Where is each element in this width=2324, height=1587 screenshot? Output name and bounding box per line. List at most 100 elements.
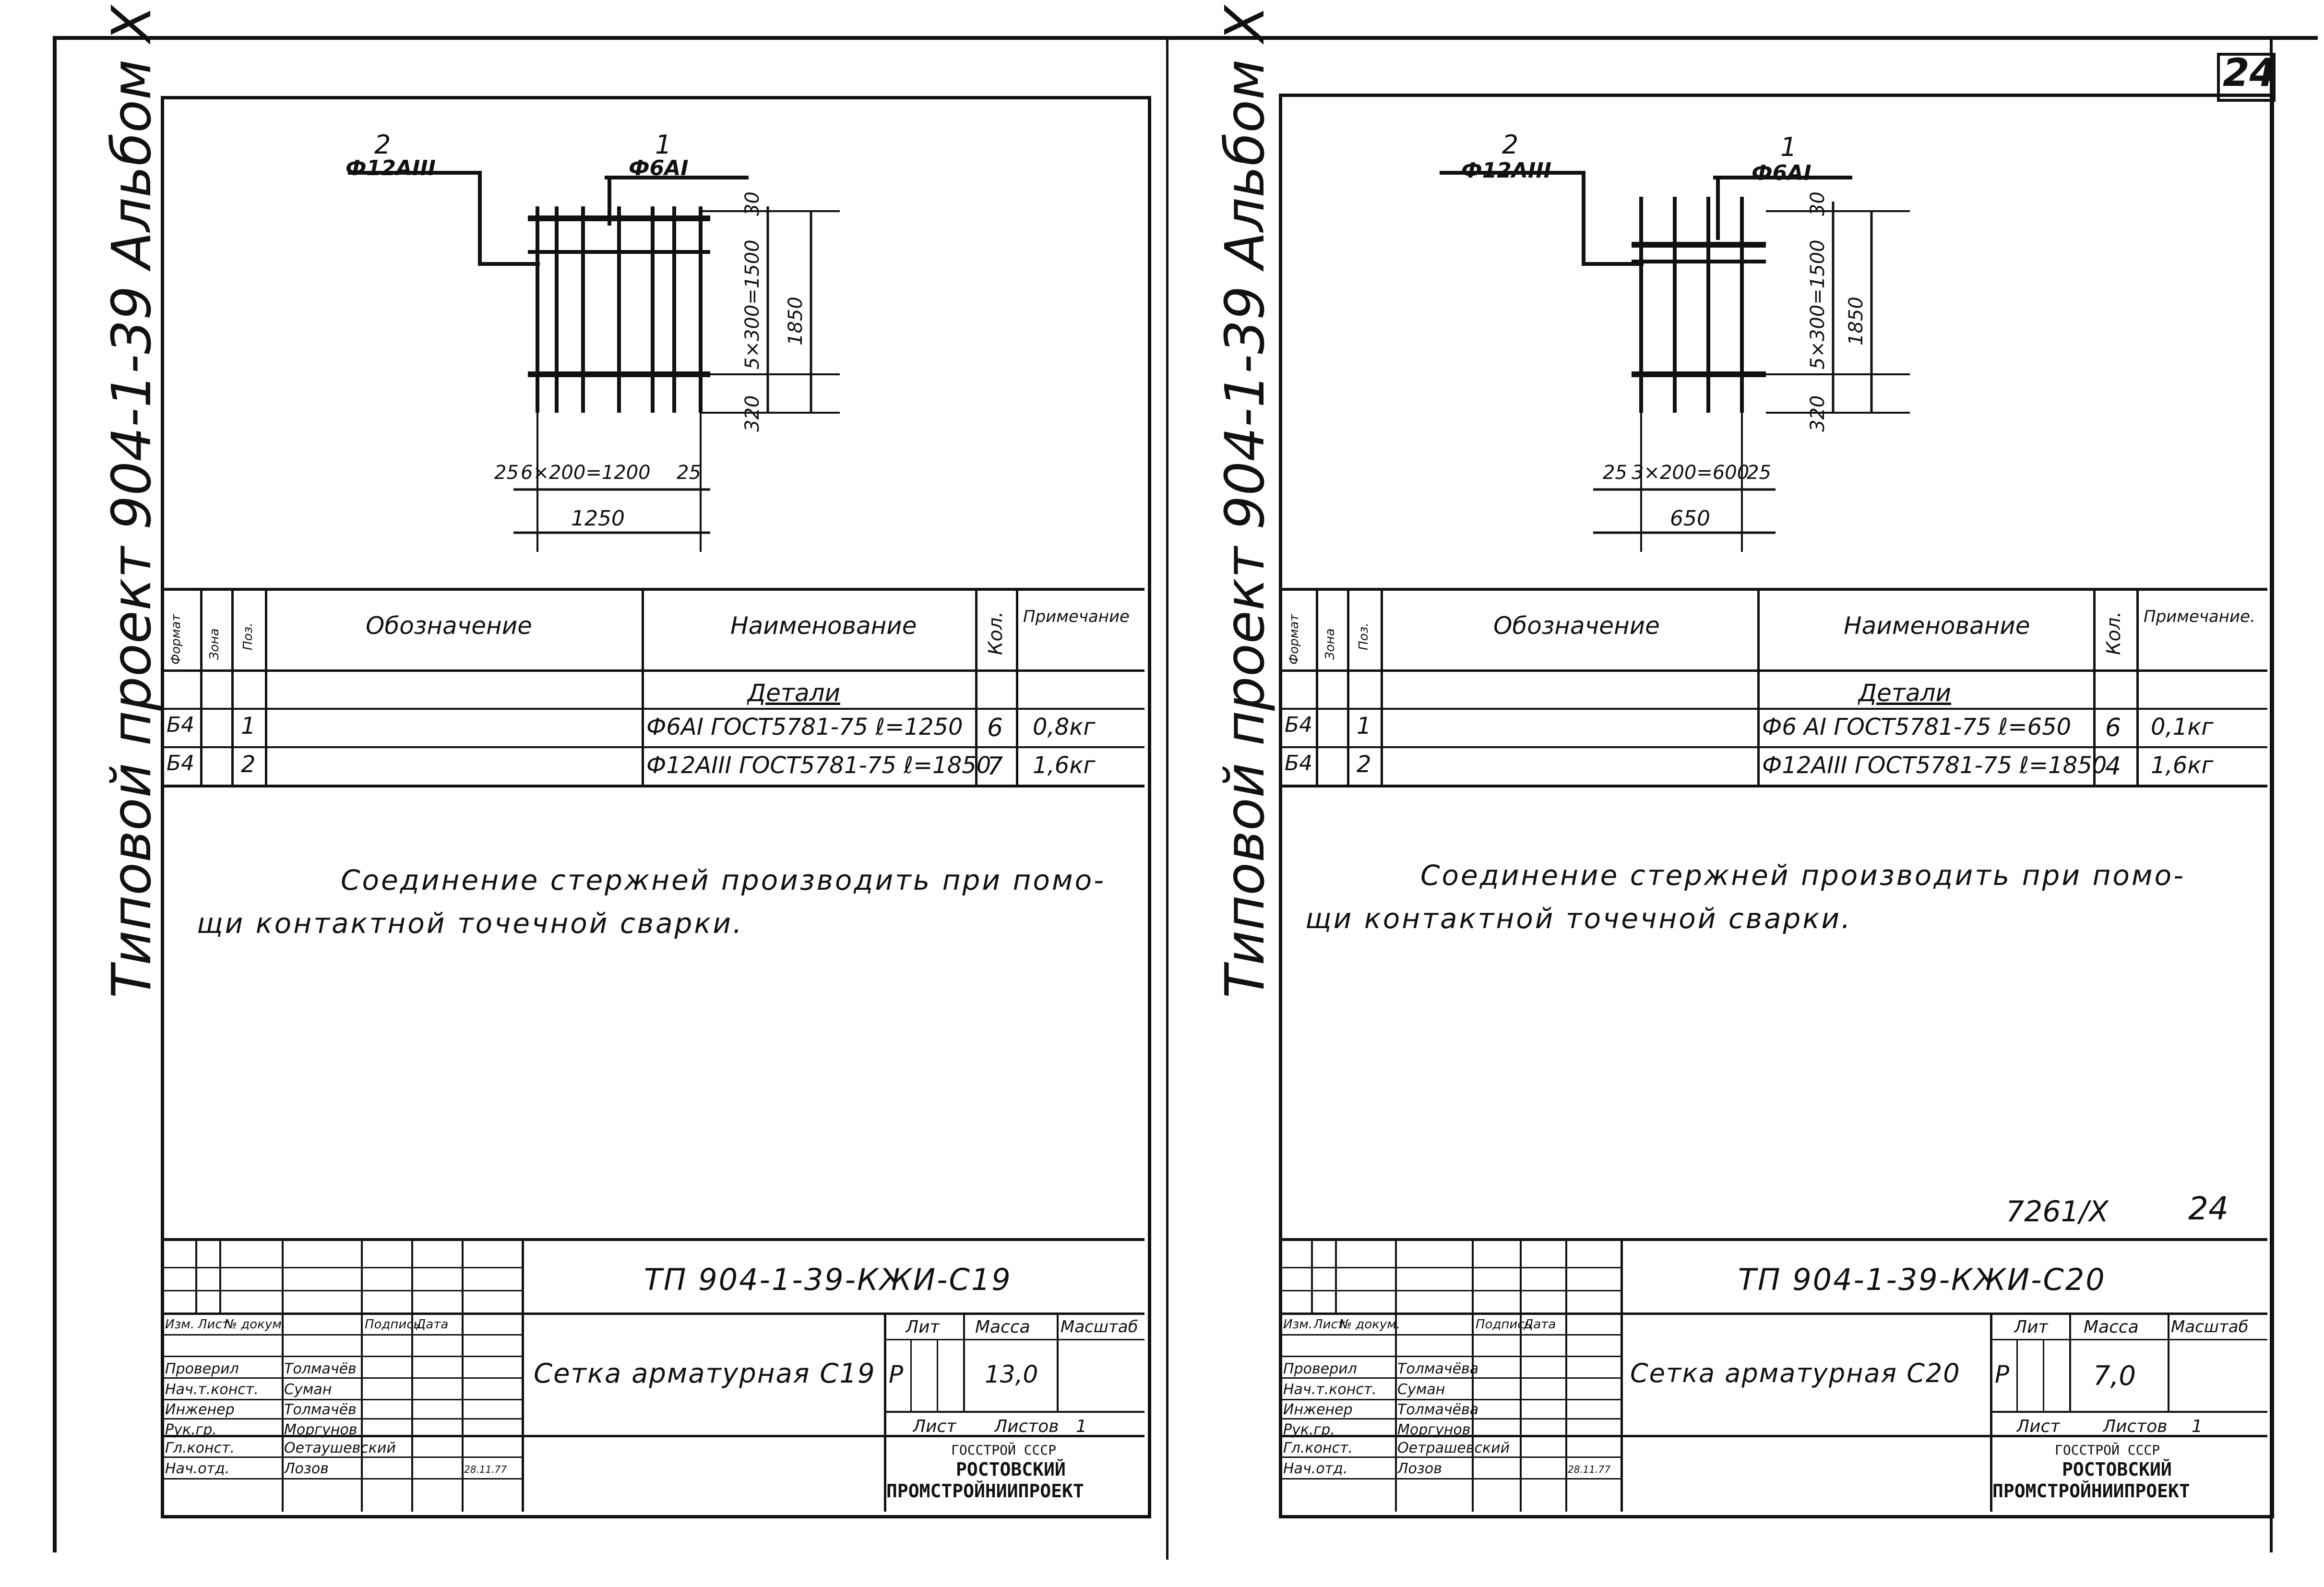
left-dim-horizontal-total: 1250 bbox=[571, 506, 625, 531]
table-row-note: 1,6кг bbox=[1033, 752, 1096, 779]
left-pos2-label: 2 bbox=[374, 130, 391, 160]
left-dim-horizontal-spacing: 6×200=1200 bbox=[521, 462, 651, 484]
right-col-sign: Подпись bbox=[1476, 1317, 1532, 1332]
left-sheet-label: Лист bbox=[913, 1417, 957, 1436]
right-role-name-3: Моргунов bbox=[1397, 1421, 1471, 1438]
right-spec-section: Детали bbox=[1858, 679, 1952, 707]
right-dim-vertical-bottom: 320 bbox=[1807, 395, 1829, 432]
left-note-line1: Соединение стержней производить при помо… bbox=[341, 864, 1106, 896]
left-header-format: Формат bbox=[169, 614, 183, 665]
right-org-line3: ПРОМСТРОЙНИИПРОЕКТ bbox=[1992, 1480, 2190, 1502]
right-dim-vertical-spacing: 5×300=1500 bbox=[1807, 239, 1829, 370]
right-stamp-code: 7261/X bbox=[2006, 1195, 2109, 1229]
left-header-name: Наименование bbox=[730, 612, 917, 640]
table-row-pos: 1 bbox=[241, 713, 256, 740]
left-mass-header: Масса bbox=[975, 1317, 1030, 1337]
outer-left-border bbox=[53, 36, 57, 1552]
right-note-line2: щи контактной точечной сварки. bbox=[1305, 902, 1852, 935]
right-header-qty: Кол. bbox=[2103, 611, 2125, 655]
right-org-line1: ГОССТРОЙ СССР bbox=[2055, 1442, 2160, 1458]
table-row-note: 1,6кг bbox=[2151, 752, 2214, 779]
left-dim-vertical-total: 1850 bbox=[785, 297, 807, 346]
left-header-designation: Обозначение bbox=[366, 612, 532, 640]
right-col-list: Лист bbox=[1313, 1317, 1345, 1332]
right-role-name-1: Суман bbox=[1397, 1381, 1445, 1398]
right-mass-value: 7,0 bbox=[2093, 1360, 2136, 1392]
table-row-qty: 6 bbox=[2105, 714, 2121, 742]
right-role-3: Рук.гр. bbox=[1283, 1421, 1335, 1438]
right-lit-header: Лит bbox=[2014, 1317, 2049, 1337]
right-pos1-label: 1 bbox=[1780, 132, 1797, 162]
table-row-note: 0,1кг bbox=[2151, 714, 2214, 740]
page-number: 24 bbox=[2223, 50, 2276, 95]
right-lit-value: Р bbox=[1995, 1360, 2010, 1388]
left-scale-header: Масштаб bbox=[1061, 1317, 1138, 1336]
right-role-2: Инженер bbox=[1283, 1401, 1353, 1418]
left-org-line1: ГОССТРОЙ СССР bbox=[951, 1442, 1057, 1458]
right-side-title: Типовой проект 904-1-39 Альбом X bbox=[1214, 5, 1276, 998]
right-item-name: Сетка арматурная С20 bbox=[1630, 1358, 1961, 1388]
outer-top-border bbox=[53, 36, 2318, 40]
right-col-date: Дата bbox=[1524, 1317, 1556, 1332]
left-col-izm: Изм. bbox=[165, 1317, 195, 1332]
left-role-1: Нач.т.конст. bbox=[165, 1381, 259, 1398]
right-header-format: Формат bbox=[1287, 614, 1301, 665]
left-dim-horizontal-right: 25 bbox=[677, 462, 701, 484]
left-role-name-4: Оетаушевский bbox=[284, 1440, 396, 1456]
left-header-qty: Кол. bbox=[985, 611, 1007, 655]
right-spec-table: Формат Зона Поз. Обозначение Наименовани… bbox=[1282, 588, 2267, 789]
left-pos2-rebar: Ф12АIII bbox=[346, 156, 436, 180]
right-date-value: 28.11.77 bbox=[1568, 1464, 1611, 1475]
right-role-0: Проверил bbox=[1283, 1360, 1357, 1377]
left-sheets-value: 1 bbox=[1076, 1417, 1087, 1436]
table-row-format: Б4 bbox=[1285, 713, 1313, 737]
left-spec-section: Детали bbox=[747, 679, 841, 707]
right-note-line1: Соединение стержней производить при помо… bbox=[1420, 859, 2186, 892]
right-pos2-rebar: Ф12АIII bbox=[1461, 158, 1552, 183]
right-dim-horizontal-spacing: 3×200=600 bbox=[1632, 462, 1750, 484]
left-lit-header: Лит bbox=[906, 1317, 940, 1337]
table-row-name: Ф6АI ГОСТ5781-75 ℓ=1250 bbox=[646, 714, 963, 740]
table-row-note: 0,8кг bbox=[1033, 714, 1096, 740]
left-lit-value: Р bbox=[889, 1360, 904, 1388]
left-header-note: Примечание bbox=[1023, 607, 1130, 626]
right-sheets-value: 1 bbox=[2192, 1417, 2203, 1436]
right-role-name-4: Оетрашевский bbox=[1397, 1440, 1510, 1456]
right-sheets-label: Листов bbox=[2103, 1417, 2168, 1436]
right-mass-header: Масса bbox=[2084, 1317, 2139, 1337]
left-dim-horizontal-left: 25 bbox=[494, 462, 519, 484]
left-item-name: Сетка арматурная С19 bbox=[534, 1358, 876, 1389]
left-role-0: Проверил bbox=[165, 1360, 239, 1377]
right-doc-code: ТП 904-1-39-КЖИ-С20 bbox=[1738, 1262, 2106, 1297]
left-mesh-drawing bbox=[348, 171, 840, 552]
left-pos1-rebar: Ф6АI bbox=[629, 156, 689, 180]
table-row-pos: 1 bbox=[1357, 713, 1371, 740]
left-org-line2: РОСТОВСКИЙ bbox=[956, 1459, 1066, 1480]
table-row-name: Ф12АIII ГОСТ5781-75 ℓ=1850 bbox=[1762, 752, 2107, 779]
left-dim-vertical-bottom: 320 bbox=[741, 395, 763, 432]
center-fold-line bbox=[1166, 38, 1168, 1560]
right-pos1-rebar: Ф6АI bbox=[1752, 161, 1812, 185]
right-role-4: Гл.конст. bbox=[1283, 1440, 1353, 1456]
left-dim-vertical-top: 30 bbox=[741, 191, 763, 216]
table-row-name: Ф12АIII ГОСТ5781-75 ℓ=1850 bbox=[646, 752, 991, 779]
left-side-title: Типовой проект 904-1-39 Альбом X bbox=[101, 5, 163, 998]
right-mesh-drawing bbox=[1440, 171, 1910, 552]
right-header-note: Примечание. bbox=[2144, 607, 2255, 626]
left-doc-code: ТП 904-1-39-КЖИ-С19 bbox=[644, 1262, 1012, 1297]
table-row-format: Б4 bbox=[1285, 751, 1313, 776]
left-role-name-1: Суман bbox=[284, 1381, 332, 1398]
left-col-doc: № докум. bbox=[224, 1317, 286, 1332]
page-number-box bbox=[2217, 53, 2276, 102]
left-role-3: Рук.гр. bbox=[165, 1421, 217, 1438]
right-stamp-page: 24 bbox=[2188, 1190, 2229, 1227]
left-role-2: Инженер bbox=[165, 1401, 235, 1418]
right-role-name-0: Толмачёва bbox=[1397, 1360, 1479, 1377]
right-header-pos: Поз. bbox=[1357, 622, 1371, 650]
right-sheet-frame bbox=[1279, 94, 2274, 1518]
right-header-designation: Обозначение bbox=[1493, 612, 1660, 640]
right-header-name: Наименование bbox=[1844, 612, 2030, 640]
right-org-line2: РОСТОВСКИЙ bbox=[2062, 1459, 2172, 1480]
left-sheet-frame bbox=[161, 96, 1151, 1518]
left-dim-vertical-spacing: 5×300=1500 bbox=[741, 239, 763, 370]
